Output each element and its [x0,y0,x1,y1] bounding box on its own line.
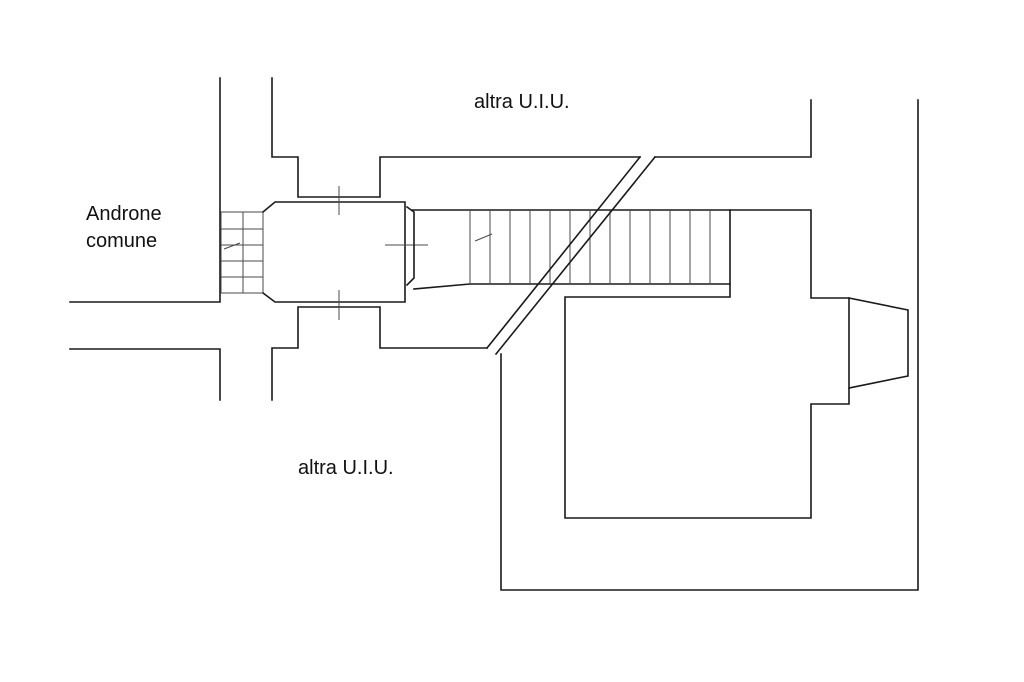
hall-label-line1: Androne [86,203,162,225]
bay-window [848,297,909,389]
entrance-stair [220,211,264,294]
outer-walls [500,99,919,591]
landing-room [261,186,428,320]
entrance-door [405,205,415,287]
section-cut [485,155,657,356]
unit-south-label: altra U.I.U. [298,457,394,479]
landing-walls [271,77,812,401]
unit-north-label: altra U.I.U. [474,91,570,113]
main-stair [411,209,731,290]
common-hall-walls [69,77,221,401]
hall-label-line2: comune [86,230,157,252]
